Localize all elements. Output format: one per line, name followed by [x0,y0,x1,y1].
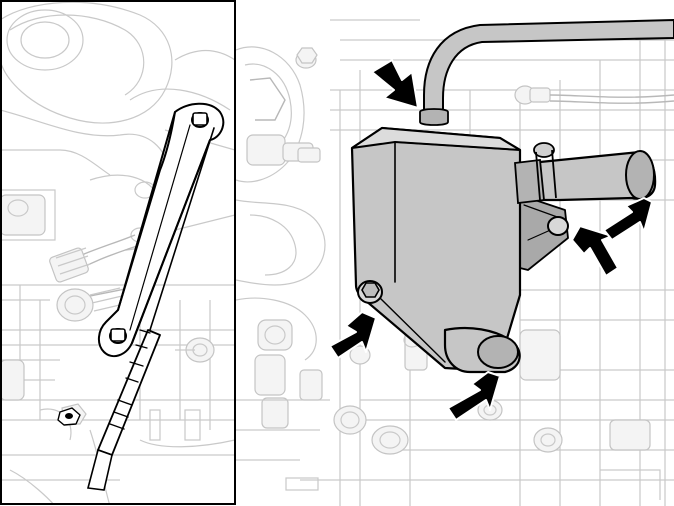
left-panel [1,1,235,505]
breather-hose [419,19,674,126]
callout-arrow-pipe-clamp [603,197,653,241]
oil-separator [350,126,657,374]
callout-arrow-outlet-elbow [447,371,501,421]
callout-arrow-bracket-bolt [571,225,619,277]
callout-arrows [329,59,653,421]
callout-arrow-hose-clamp [371,59,419,109]
extension-tool [86,127,215,491]
callout-arrow-lower-bolt [329,311,377,359]
left-bolts [57,407,81,426]
left-panel-frame [0,0,236,505]
bracket [98,102,225,358]
right-panel [236,19,674,506]
